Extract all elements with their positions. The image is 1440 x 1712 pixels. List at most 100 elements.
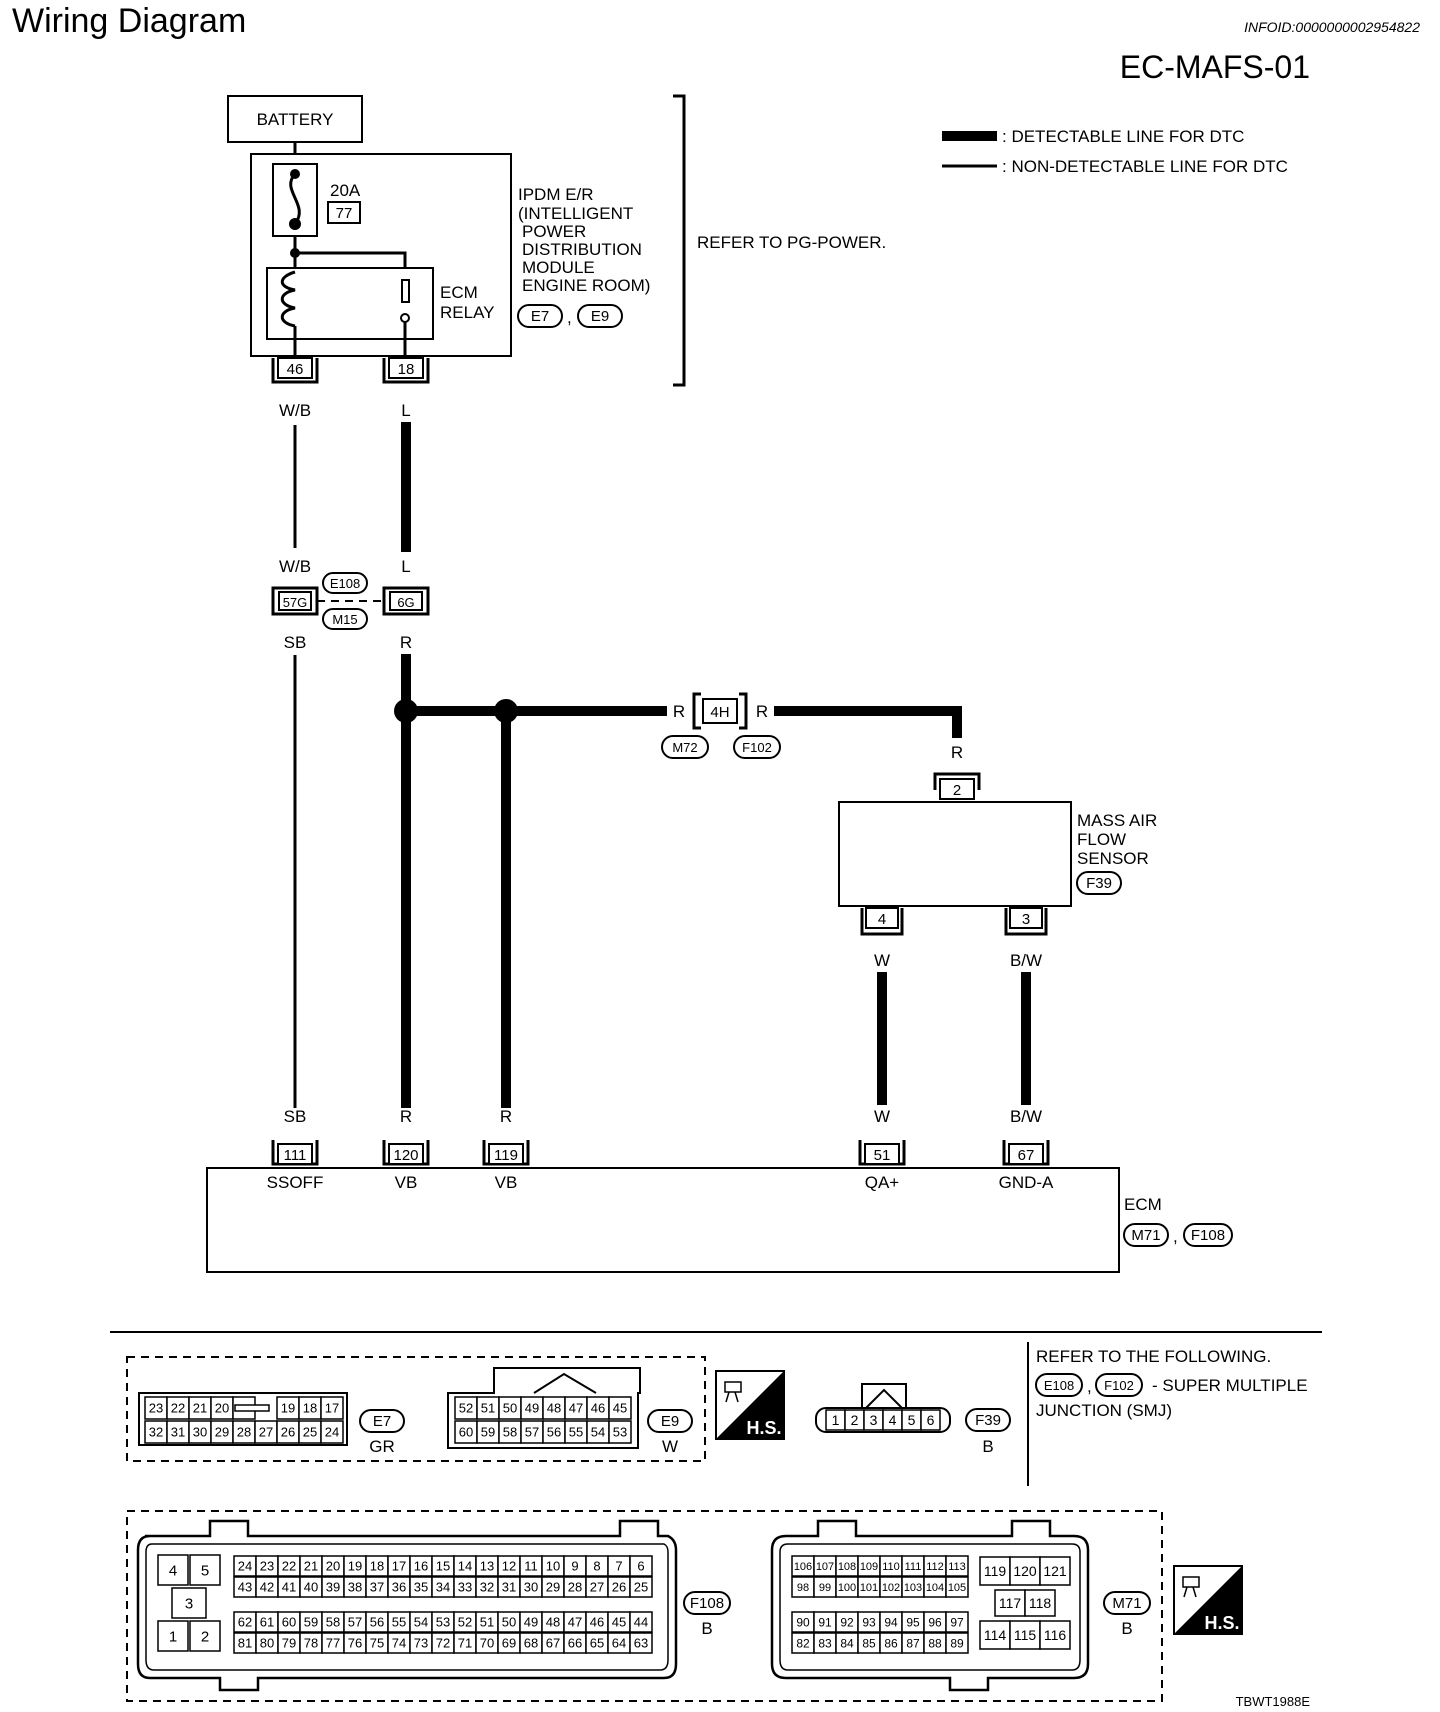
connector-pin-cell-label: 56 (370, 1615, 384, 1630)
connector-pin-cell-label: 44 (634, 1615, 648, 1630)
ecm-pin-name-vb-2: VB (495, 1173, 518, 1192)
connector-pin-cell (320, 1420, 344, 1444)
connector-pin-cell-label: 45 (613, 1401, 627, 1416)
wire-label-l-mid: L (401, 557, 410, 576)
connector-pin-cell-label: 88 (928, 1636, 942, 1650)
connector-pin-cell-label: 106 (794, 1561, 812, 1573)
connector-pin-cell-label: 76 (348, 1636, 362, 1651)
conn-e7-color: GR (369, 1437, 395, 1456)
conn-f39-view-pill (965, 1408, 1011, 1432)
connector-pin-cell (189, 1620, 221, 1652)
connector-pin-cell-label: 25 (303, 1425, 317, 1440)
smj-conn-e108-label: E108 (1044, 1378, 1074, 1393)
conn-m71-pill (1123, 1223, 1169, 1247)
connector-pin-cell-label: 57 (525, 1425, 539, 1440)
connector-pin-cell-label: 3 (870, 1412, 878, 1428)
connector-pin-cell-label: 53 (436, 1615, 450, 1630)
ipdm-name-6: ENGINE ROOM) (522, 276, 650, 295)
ecm-pin-119: 119 (482, 1140, 530, 1166)
ipdm-pin-18 (388, 357, 424, 379)
connector-pin-cell-label: 85 (862, 1636, 876, 1650)
connector-pin-cell-label: 48 (547, 1401, 561, 1416)
connector-pin-cell-label: 69 (502, 1636, 516, 1651)
connector-pin-cell-label: 17 (392, 1559, 406, 1574)
wire-label-bw-top: B/W (1010, 951, 1042, 970)
connector-pin-cell-label: 63 (634, 1636, 648, 1651)
connector-pin-cell-label: 54 (414, 1615, 428, 1630)
connector-pin-cell-label: 56 (547, 1425, 561, 1440)
maf-pin-4 (865, 907, 899, 929)
connector-pin-cell-label: 26 (612, 1580, 626, 1595)
conn-f102-pill (733, 735, 781, 759)
connector-pin-cell-label: 28 (237, 1425, 251, 1440)
connector-pin-cell-label: 22 (282, 1559, 296, 1574)
connector-pin-cell-label: 30 (524, 1580, 538, 1595)
wire-label-l-top: L (401, 401, 410, 420)
wire-label-r-ecm-1: R (400, 1107, 412, 1126)
refer-pg-power: REFER TO PG-POWER. (697, 233, 886, 252)
connector-pin-cell-label: 100 (838, 1582, 856, 1594)
connector-pin-cell-label: 90 (796, 1615, 810, 1629)
connector-pin-cell-label: 47 (568, 1615, 582, 1630)
figure-code: TBWT1988E (1236, 1694, 1311, 1709)
fuse-rating: 20A (330, 181, 361, 200)
connector-pin-cell-label: 5 (201, 1562, 209, 1579)
smj-note-line2: - SUPER MULTIPLE (1152, 1376, 1308, 1395)
blank-pin-slot (234, 1404, 270, 1412)
comma: , (1087, 1377, 1092, 1396)
ipdm-name-3: POWER (522, 222, 586, 241)
connector-pin-cell-label: 19 (348, 1559, 362, 1574)
connector-pin-cell-label: 61 (260, 1615, 274, 1630)
ecm-pin-name-qa: QA+ (865, 1173, 900, 1192)
connector-pin-cell-label: 116 (1044, 1627, 1067, 1643)
conn-e7-view-label: E7 (373, 1413, 391, 1430)
connector-pin-cell-label: 2 (201, 1628, 209, 1645)
connector-pin-cell-label: 107 (816, 1561, 834, 1573)
battery-box (227, 95, 363, 143)
connector-pin-cell-label: 17 (325, 1401, 339, 1416)
smj-conn-f102-label: F102 (1104, 1378, 1134, 1393)
ipdm-name-1: IPDM E/R (518, 185, 594, 204)
connector-pin-cell-label: 31 (502, 1580, 516, 1595)
connector-pin-cell-label: 71 (458, 1636, 472, 1651)
connector-pin-cell (629, 1632, 653, 1654)
conn-m71-label: M71 (1131, 1227, 1160, 1244)
maf-sensor-box (838, 801, 1072, 907)
connector-pin-cell-label: 7 (615, 1559, 622, 1574)
maf-name-3: SENSOR (1077, 849, 1149, 868)
wire-label-sb-mid: SB (284, 633, 307, 652)
connector-pin-cell (608, 1420, 632, 1444)
fuse-number: 77 (336, 205, 353, 222)
wire-label-r-left: R (673, 702, 685, 721)
connector-pin-cell-label: 115 (1014, 1627, 1037, 1643)
svg-text:51: 51 (874, 1147, 891, 1164)
connector-pin-cell-label: 59 (304, 1615, 318, 1630)
smj-note-line3: JUNCTION (SMJ) (1036, 1401, 1172, 1420)
ecm-relay-box (266, 267, 434, 340)
connector-pin-cell-label: 80 (260, 1636, 274, 1651)
connector-pin-cell-label: 86 (884, 1636, 898, 1650)
connector-pin-cell-label: 53 (613, 1425, 627, 1440)
connector-pin-cell-label: 4 (169, 1562, 177, 1579)
ecm-pin-name-vb-1: VB (395, 1173, 418, 1192)
conn-f39-color: B (982, 1437, 993, 1456)
connector-pin-cell-label: 60 (282, 1615, 296, 1630)
wire-r-to-maf (774, 706, 962, 738)
connector-pin-cell-label: 98 (797, 1582, 809, 1594)
ecm-pin-name-gnd-a: GND-A (999, 1173, 1054, 1192)
connector-pin-cell-label: 41 (282, 1580, 296, 1595)
connector-pin-cell (945, 1632, 969, 1654)
connector-pin-cell-label: 37 (370, 1580, 384, 1595)
connector-pin-cell-label: 87 (906, 1636, 920, 1650)
legend-non-detectable: : NON-DETECTABLE LINE FOR DTC (1002, 157, 1288, 176)
connector-pin-cell-label: 77 (326, 1636, 340, 1651)
connector-pin-cell-label: 20 (215, 1401, 229, 1416)
connector-pin-cell-label: 62 (238, 1615, 252, 1630)
connector-pin-cell-label: 75 (370, 1636, 384, 1651)
conn-e9-label: E9 (591, 308, 609, 325)
connector-pin-cell-label: 97 (950, 1615, 964, 1629)
